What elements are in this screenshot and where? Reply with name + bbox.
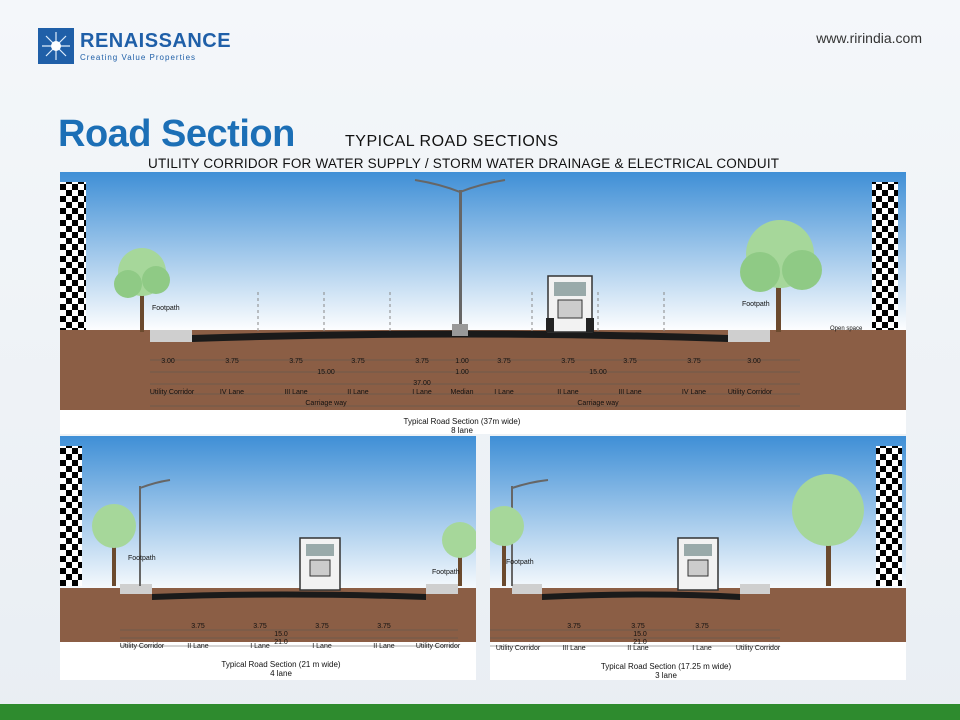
lane-width-2: 3.75: [289, 358, 303, 365]
total-width: 37.00: [413, 380, 431, 387]
checker-border-right: [876, 446, 902, 586]
lane-width-5: 3.75: [497, 358, 511, 365]
carriageway-surface: [192, 330, 728, 342]
company-logo: RENAISSANCE Creating Value Properties: [38, 28, 231, 64]
median-divider: [452, 324, 468, 336]
zone-ii-lane-left: II Lane: [347, 389, 369, 396]
lane-width-3: 3.75: [695, 623, 709, 630]
zone-ii-lane-right: II Lane: [557, 389, 579, 396]
lane-width-4: 3.75: [415, 358, 429, 365]
footpath-label-right: Footpath: [432, 569, 460, 576]
zone-i-lane-right: I Lane: [494, 389, 514, 396]
carriageway-width: 15.0: [274, 631, 288, 638]
footpath-label: Footpath: [506, 559, 534, 566]
road-section-21m: Footpath Footpath 3.75 3.75 3.75 3.75 15…: [60, 436, 476, 680]
checker-border-left: [60, 182, 86, 330]
footpath-width-right: 3.00: [747, 358, 761, 365]
zone-iv-lane-right: IV Lane: [682, 389, 706, 396]
zone-utility-corridor-left: Utility Corridor: [150, 389, 195, 396]
lane-width-6: 3.75: [561, 358, 575, 365]
tree-right: [442, 522, 476, 586]
zone-utility-corridor-left: Utility Corridor: [496, 645, 541, 652]
zone-iii-lane-left: III Lane: [284, 389, 307, 396]
lane-width-7: 3.75: [623, 358, 637, 365]
tree-left: [92, 504, 136, 586]
diagram-subheading: UTILITY CORRIDOR FOR WATER SUPPLY / STOR…: [148, 156, 780, 171]
carriageway-surface: [542, 591, 740, 600]
caption-37m: Typical Road Section (37m wide): [404, 417, 521, 426]
median-width-top: 1.00: [455, 358, 469, 365]
subcaption-21m: 4 lane: [270, 669, 292, 678]
street-light-pole: [139, 486, 141, 586]
tree-right: [792, 474, 864, 586]
footpath-label-left: Footpath: [152, 305, 180, 312]
zone-iii-lane-right: III Lane: [618, 389, 641, 396]
lane-width-1: 3.75: [225, 358, 239, 365]
carriage-way-label-left: Carriage way: [305, 400, 347, 407]
checker-border-right: [872, 182, 898, 330]
zone-utility-corridor-right: Utility Corridor: [416, 643, 461, 650]
zone-utility-corridor-right: Utility Corridor: [736, 645, 781, 652]
checker-border-left: [60, 446, 82, 586]
lane-width-2: 3.75: [631, 623, 645, 630]
footpath-label-right: Footpath: [742, 301, 770, 308]
total-width: 21.0: [274, 639, 288, 646]
footpath-right: [728, 330, 770, 342]
carriageway-surface: [152, 591, 426, 600]
lane-width-8: 3.75: [687, 358, 701, 365]
caption-21m: Typical Road Section (21 m wide): [221, 660, 341, 669]
zone-median: Median: [451, 389, 474, 396]
lane-width-4: 3.75: [377, 623, 391, 630]
lane-width-3: 3.75: [351, 358, 365, 365]
lane-width-2: 3.75: [253, 623, 267, 630]
open-space-label: Open space: [830, 326, 863, 332]
logo-tagline: Creating Value Properties: [80, 52, 197, 62]
footpath-left: [150, 330, 192, 342]
zone-ii-lane: II Lane: [627, 645, 649, 652]
footpath-left: [512, 584, 542, 594]
lane-width-1: 3.75: [567, 623, 581, 630]
subcaption-37m: 8 lane: [451, 426, 473, 434]
road-section-17-25m: Footpath 3.75 3.75 3.75 15.0 21.0 Utilit…: [490, 436, 906, 680]
zone-utility-corridor-right: Utility Corridor: [728, 389, 773, 396]
zone-ii-lane-right: II Lane: [373, 643, 395, 650]
footpath-right: [740, 584, 770, 594]
street-light-pole: [459, 190, 462, 332]
website-url: www.ririndia.com: [816, 30, 922, 46]
zone-i-lane-right: I Lane: [312, 643, 332, 650]
zone-i-lane-left: I Lane: [250, 643, 270, 650]
diagram-heading: TYPICAL ROAD SECTIONS: [345, 133, 559, 150]
zone-iii-lane: III Lane: [562, 645, 585, 652]
logo-star-icon: [38, 28, 74, 64]
carriage-way-label-right: Carriage way: [577, 400, 619, 407]
footpath-right: [426, 584, 458, 594]
zone-utility-corridor-left: Utility Corridor: [120, 643, 165, 650]
truck-icon: [299, 537, 341, 591]
zone-ii-lane-left: II Lane: [187, 643, 209, 650]
footpath-width-left: 3.00: [161, 358, 175, 365]
tree-left: [114, 248, 170, 332]
carriageway-width-right: 15.00: [589, 369, 607, 376]
tree-right: [740, 220, 822, 332]
zone-i-lane: I Lane: [692, 645, 712, 652]
total-width: 21.0: [633, 639, 647, 646]
caption-17-25m: Typical Road Section (17.25 m wide): [601, 662, 732, 671]
footpath-left: [120, 584, 152, 594]
footpath-label-left: Footpath: [128, 555, 156, 562]
zone-i-lane-left: I Lane: [412, 389, 432, 396]
subcaption-17-25m: 3 lane: [655, 671, 677, 680]
zone-iv-lane-left: IV Lane: [220, 389, 244, 396]
page-title: Road Section: [58, 113, 295, 155]
lane-width-3: 3.75: [315, 623, 329, 630]
logo-name: RENAISSANCE: [80, 29, 232, 52]
road-section-37m: Footpath Footpath Open space 3.00 3.00 3…: [60, 172, 906, 434]
tree-left: [490, 506, 524, 586]
median-width: 1.00: [455, 369, 469, 376]
carriageway-width-left: 15.00: [317, 369, 335, 376]
truck-icon: [546, 275, 594, 333]
footer-bar: [0, 704, 960, 720]
lane-width-1: 3.75: [191, 623, 205, 630]
truck-icon: [677, 537, 719, 591]
carriageway-width: 15.0: [633, 631, 647, 638]
